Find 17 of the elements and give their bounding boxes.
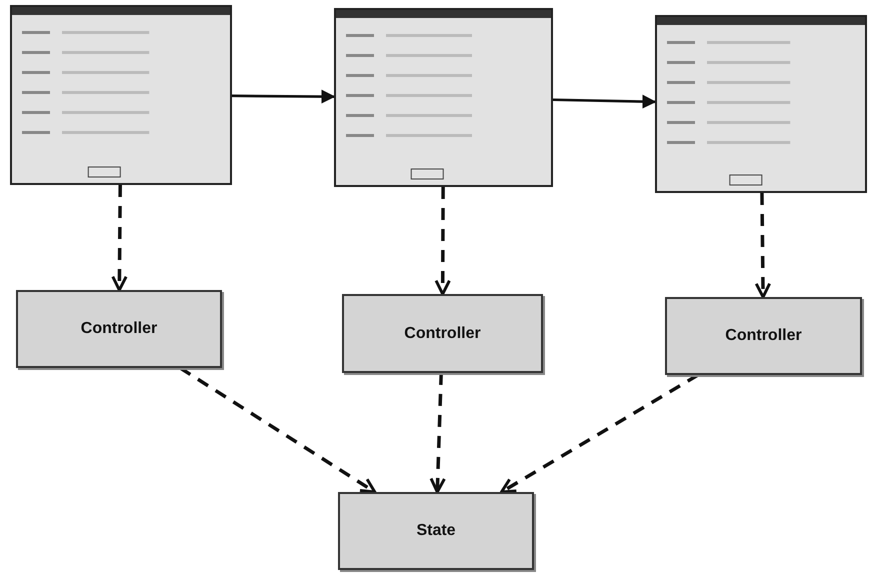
box-label: Controller (80, 320, 158, 338)
controller-box (338, 492, 534, 570)
arrow (232, 90, 336, 104)
arrow (552, 94, 656, 109)
window-screenshot-drawing (10, 5, 232, 185)
dashed-arrow (434, 187, 451, 296)
window-screenshot-drawing (334, 8, 553, 187)
window-screenshot-drawing (655, 15, 867, 193)
controller-box (665, 297, 862, 375)
box-label: State (416, 522, 456, 540)
dashed-arrow (430, 372, 446, 494)
dashed-arrow (754, 192, 772, 298)
box-label: Controller (404, 324, 481, 342)
controller-box (342, 294, 543, 373)
dashed-arrow (111, 184, 128, 292)
box-label: Controller (725, 327, 802, 345)
controller-box (16, 290, 222, 368)
